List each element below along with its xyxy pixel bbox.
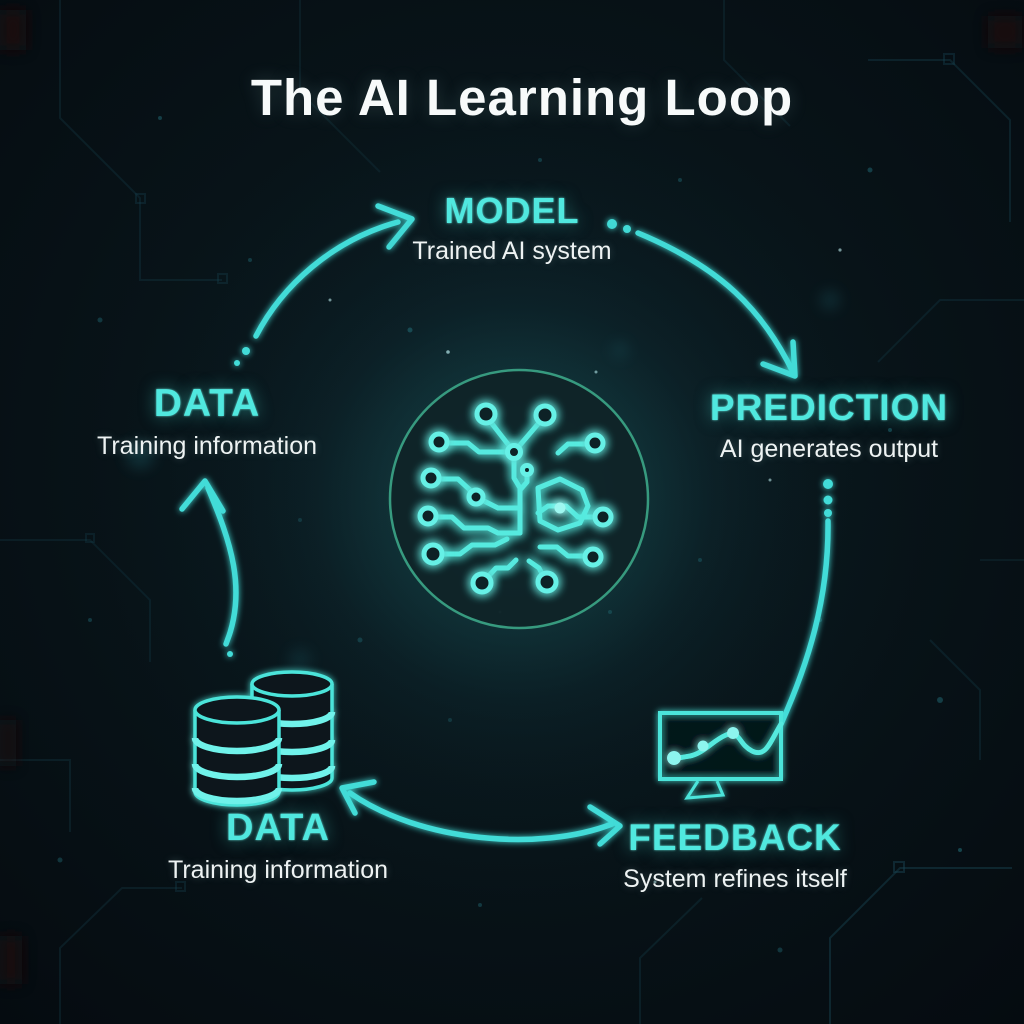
- node-prediction-label: PREDICTION: [709, 387, 949, 428]
- node-model: MODEL Trained AI system: [412, 192, 611, 266]
- node-feedback: FEEDBACK System refines itself: [623, 817, 847, 894]
- node-prediction-sublabel: AI generates output: [719, 434, 939, 463]
- node-data-left: DATA Training information: [96, 382, 318, 461]
- node-prediction: PREDICTION AI generates output: [709, 387, 949, 464]
- arrow-feedback-to-data: [339, 779, 623, 847]
- node-data-left-label: DATA: [153, 382, 261, 425]
- node-feedback-sublabel: System refines itself: [623, 864, 847, 893]
- page-title: The AI Learning Loop: [250, 69, 794, 126]
- corner-red-patches: [0, 10, 1022, 984]
- node-data-bottom-label: DATA: [226, 807, 330, 849]
- database-stack-icon: [191, 670, 336, 807]
- node-data-bottom-sublabel: Training information: [167, 855, 389, 884]
- node-feedback-label: FEEDBACK: [628, 817, 842, 858]
- node-model-label: MODEL: [444, 190, 580, 231]
- ai-brain-circuit-icon: [219, 199, 819, 799]
- node-data-bottom: DATA Training information: [167, 807, 389, 885]
- monitor-chart-icon: [658, 711, 784, 800]
- arrow-prediction-to-feedback: [778, 479, 833, 727]
- node-model-sublabel: Trained AI system: [412, 236, 612, 265]
- node-data-left-sublabel: Training information: [96, 431, 318, 460]
